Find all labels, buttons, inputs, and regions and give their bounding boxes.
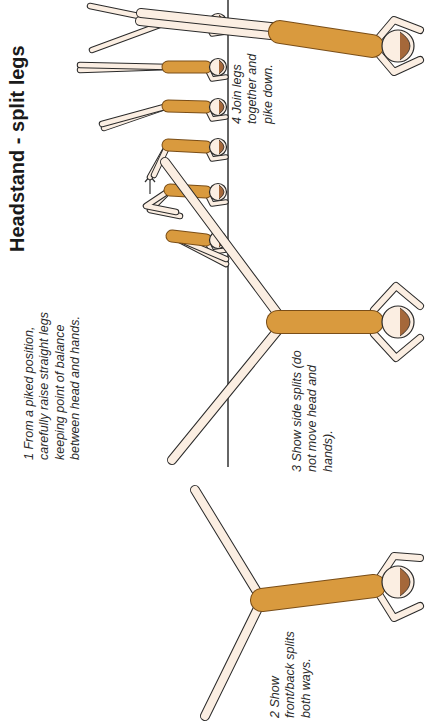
head bbox=[382, 30, 414, 62]
leotard-outline bbox=[172, 236, 206, 240]
leg bbox=[172, 330, 278, 460]
hair bbox=[400, 568, 410, 596]
hair bbox=[219, 140, 224, 154]
step-instruction: 2 Show front/back splits both ways. bbox=[268, 618, 314, 718]
leotard bbox=[262, 586, 374, 600]
leg-outline bbox=[195, 490, 262, 600]
head bbox=[210, 139, 227, 156]
leotard bbox=[168, 145, 206, 147]
leotard-outline bbox=[278, 310, 372, 334]
leg bbox=[102, 106, 168, 124]
gymnast-figure bbox=[140, 13, 420, 72]
leg bbox=[80, 65, 168, 67]
leotard bbox=[278, 311, 372, 333]
step-instruction: 3 Show side splits (do not move head and… bbox=[290, 344, 336, 472]
leg bbox=[165, 162, 278, 314]
leotard-outline bbox=[262, 586, 374, 600]
hair bbox=[219, 185, 224, 199]
gymnast-figure bbox=[102, 99, 227, 129]
title: Headstand - split legs bbox=[6, 45, 29, 252]
leg-outline bbox=[205, 600, 262, 716]
leotard bbox=[280, 32, 372, 46]
hair bbox=[219, 60, 224, 74]
hair bbox=[400, 308, 410, 336]
head bbox=[210, 99, 227, 116]
leotard-outline bbox=[280, 32, 372, 46]
leg bbox=[141, 13, 280, 28]
gymnast-figure bbox=[80, 59, 227, 80]
leotard bbox=[172, 236, 206, 240]
leg bbox=[205, 600, 262, 716]
head bbox=[210, 184, 227, 201]
leg-outline bbox=[80, 65, 168, 67]
step-instruction: 4 Join legs together and pike down. bbox=[230, 36, 276, 124]
leg bbox=[195, 490, 262, 600]
leg-outline bbox=[141, 13, 280, 28]
head bbox=[210, 59, 227, 76]
hair bbox=[219, 100, 224, 114]
leotard-outline bbox=[168, 106, 206, 107]
head bbox=[382, 306, 414, 338]
gymnast-figure bbox=[150, 139, 227, 178]
leg-outline bbox=[102, 106, 168, 124]
leotard-outline bbox=[168, 61, 206, 74]
hair bbox=[400, 32, 410, 60]
leotard bbox=[168, 106, 206, 107]
leg-outline bbox=[172, 330, 278, 460]
head bbox=[382, 566, 414, 598]
leg-outline bbox=[165, 162, 278, 314]
leotard-outline bbox=[168, 145, 206, 147]
leotard bbox=[168, 62, 206, 73]
step-instruction: 1 From a piked position, carefully raise… bbox=[22, 282, 83, 460]
